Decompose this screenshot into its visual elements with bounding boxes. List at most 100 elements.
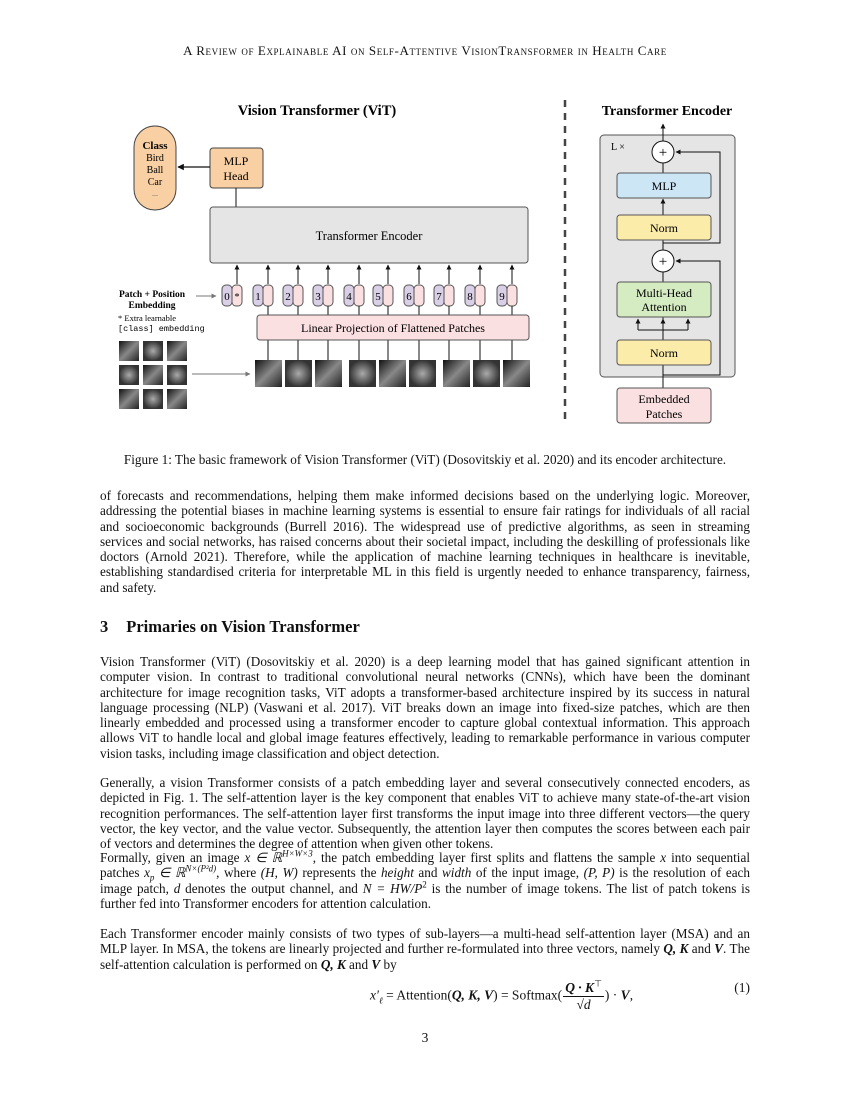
patch-position-label: Patch + Position bbox=[119, 290, 186, 300]
math: x bbox=[144, 865, 150, 881]
vit-title: Vision Transformer (ViT) bbox=[238, 103, 397, 119]
text: is the resolution of each image patch, bbox=[100, 865, 751, 896]
paragraph: Generally, a vision Transformer consists… bbox=[100, 775, 750, 852]
flattened-patch bbox=[503, 360, 530, 387]
norm-label-2: Norm bbox=[650, 346, 679, 360]
figure-1: Vision Transformer (ViT) Class Bird Ball… bbox=[118, 100, 736, 424]
extra-note: * Extra learnable bbox=[118, 313, 176, 323]
math-bold: Q, K bbox=[663, 941, 689, 957]
class-ball: Ball bbox=[147, 165, 164, 176]
patch-embedding bbox=[322, 284, 334, 307]
text: by bbox=[380, 956, 397, 972]
repeat-label: L × bbox=[611, 142, 625, 153]
image-patch bbox=[167, 341, 187, 361]
token-index: 1 bbox=[255, 291, 261, 303]
flattened-patch bbox=[285, 360, 312, 387]
text: of the input image, bbox=[471, 865, 584, 881]
eq-text: ) · bbox=[604, 987, 621, 1003]
class-token-marker: * bbox=[235, 292, 240, 303]
paragraph: Vision Transformer (ViT) (Dosovitskiy et… bbox=[100, 654, 750, 761]
linear-projection-box bbox=[256, 314, 530, 341]
figure-caption: Figure 1: The basic framework of Vision … bbox=[123, 452, 727, 467]
add-icon bbox=[651, 249, 675, 273]
math-bold: V bbox=[714, 941, 724, 957]
math: d bbox=[173, 880, 181, 896]
mha-label: Multi-Head bbox=[636, 286, 692, 300]
embedded-label: Embedded bbox=[638, 392, 689, 406]
token-index: 7 bbox=[436, 291, 442, 303]
equation-number: (1) bbox=[734, 980, 750, 995]
mlp-head-label-2: Head bbox=[223, 169, 248, 183]
eq-fraction: Q · K⊤√d bbox=[563, 978, 604, 1013]
math: x bbox=[660, 850, 667, 865]
token-index: 4 bbox=[346, 291, 352, 303]
section-number: 3 bbox=[100, 617, 109, 636]
token-index: 3 bbox=[315, 291, 321, 303]
token-index: 6 bbox=[406, 291, 412, 303]
patch-embedding bbox=[506, 284, 518, 307]
emph: width bbox=[442, 865, 472, 881]
eq-transpose: ⊤ bbox=[594, 978, 602, 989]
add-icon bbox=[651, 140, 675, 164]
text: , where bbox=[216, 865, 261, 881]
token-index: 5 bbox=[375, 291, 381, 303]
embedded-label-2: Patches bbox=[646, 407, 683, 421]
patch-embedding bbox=[474, 284, 486, 307]
page-number: 3 bbox=[421, 1030, 429, 1045]
math-sup: H×W×3 bbox=[282, 848, 313, 859]
mha-box bbox=[616, 281, 712, 318]
flattened-patch bbox=[315, 360, 342, 387]
paragraph-formal: Formally, given an image x ∈ ℝH×W×3, the… bbox=[100, 848, 751, 911]
token-index: 2 bbox=[285, 291, 291, 303]
flattened-patch bbox=[255, 360, 282, 387]
token-index: 8 bbox=[467, 291, 473, 303]
math-sub: p bbox=[149, 872, 155, 883]
text: and bbox=[688, 941, 715, 957]
image-patch bbox=[167, 365, 187, 385]
flattened-patch bbox=[349, 360, 376, 387]
text: . The self-attention calculation is perf… bbox=[100, 941, 751, 972]
image-patch bbox=[143, 365, 163, 385]
image-patch bbox=[119, 365, 139, 385]
patch-embedding bbox=[231, 284, 243, 307]
embedded-patches-box bbox=[616, 387, 712, 424]
math: x ∈ ℝ bbox=[244, 850, 283, 865]
class-label: Class bbox=[142, 140, 168, 152]
image-patch bbox=[143, 341, 163, 361]
mlp-box bbox=[616, 172, 712, 199]
norm-box bbox=[616, 214, 712, 241]
eq-v: V bbox=[620, 987, 630, 1003]
eq-lhs: x′ bbox=[370, 987, 379, 1003]
math: (H, W) bbox=[260, 865, 298, 881]
patch-sequence bbox=[255, 360, 530, 387]
mha-label-2: Attention bbox=[641, 300, 686, 314]
text: and bbox=[345, 956, 372, 972]
math: N = HW/P bbox=[362, 880, 423, 896]
transformer-encoder-label: Transformer Encoder bbox=[316, 229, 424, 243]
image-patch bbox=[119, 389, 139, 409]
plus-symbol: + bbox=[659, 145, 667, 161]
patch-embedding bbox=[292, 284, 304, 307]
class-bird: Bird bbox=[146, 153, 164, 164]
text: denotes the output channel, and bbox=[180, 880, 363, 896]
text: represents the bbox=[297, 865, 381, 881]
text: Each Transformer encoder mainly consists… bbox=[100, 926, 750, 957]
class-ellipsis: ... bbox=[152, 189, 158, 198]
patch-embedding bbox=[382, 284, 394, 307]
input-image-grid bbox=[119, 341, 187, 409]
eq-lhs-sub: ℓ bbox=[378, 995, 383, 1006]
image-patch bbox=[119, 341, 139, 361]
flattened-patch bbox=[473, 360, 500, 387]
patch-embedding bbox=[262, 284, 274, 307]
math-bold: Q, K bbox=[320, 956, 346, 972]
text: is the number of image tokens. The list … bbox=[100, 880, 750, 911]
math-bold: V bbox=[371, 956, 381, 972]
math: ∈ ℝ bbox=[154, 865, 186, 881]
eq-comma: , bbox=[629, 987, 634, 1003]
math-sup: N×(P²d) bbox=[185, 863, 217, 874]
math-sup: 2 bbox=[422, 879, 427, 890]
encoder-title: Transformer Encoder bbox=[602, 104, 733, 119]
text: Formally, given an image bbox=[100, 850, 245, 865]
math: (P, P) bbox=[583, 865, 615, 881]
